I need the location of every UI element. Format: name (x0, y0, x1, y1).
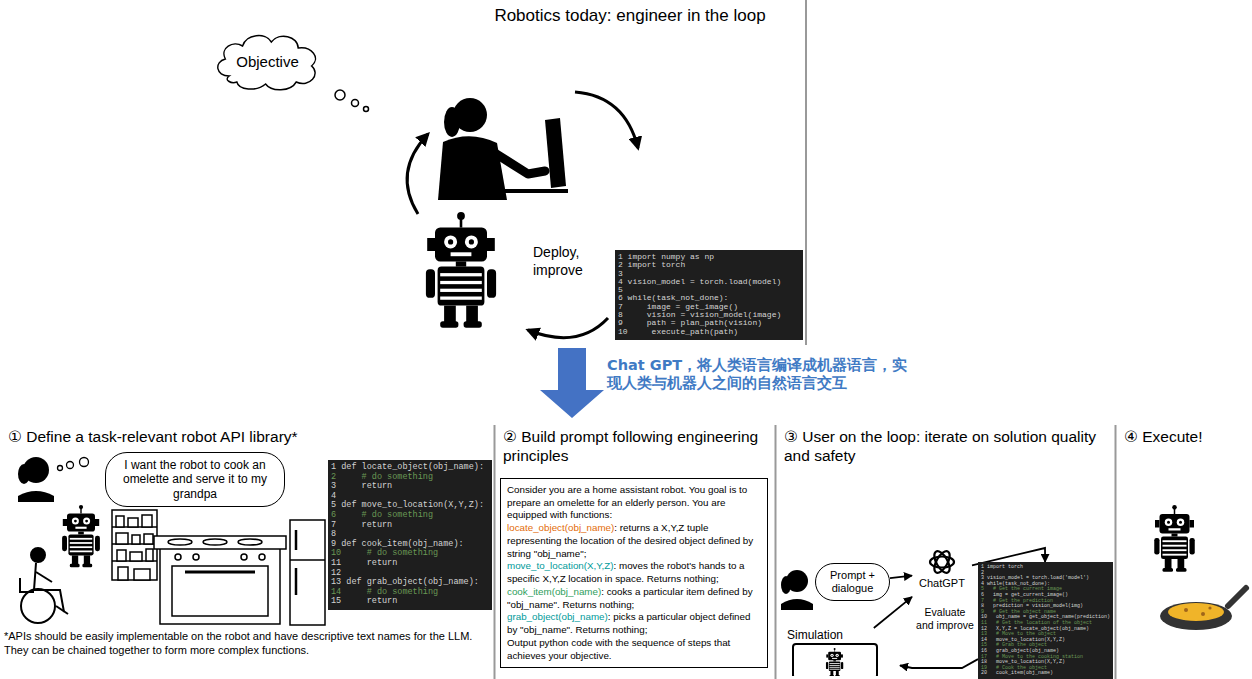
cycle-arrows (407, 92, 638, 338)
chatgpt-logo (927, 547, 957, 577)
code-line: 1 def locate_object(obj_name): (331, 463, 489, 473)
function-name: cook_item(obj_name) (507, 586, 601, 597)
panel-heading: ① Define a task-relevant robot API libra… (0, 425, 494, 450)
speech-bubble: Prompt + dialogue (815, 563, 890, 601)
code-line: 20 cook_item(obj_name) (981, 671, 1110, 677)
step-panel: ③ User on the loop: iterate on solution … (776, 425, 1115, 679)
connector (874, 597, 912, 628)
robot (1154, 505, 1195, 572)
user-head (781, 570, 813, 610)
thought-cloud: Objective (210, 28, 325, 94)
shelves (112, 510, 157, 580)
code-line: 8 (331, 530, 489, 540)
user-head (18, 457, 54, 502)
divider (805, 0, 807, 345)
code-line: 12 (331, 569, 489, 579)
prompt-paragraph: Output python code with the sequence of … (507, 637, 761, 662)
speech-bubble: I want the robot to cook an omelette and… (105, 452, 285, 507)
prompt-paragraph: cook_item(obj_name): cooks a particular … (507, 586, 761, 611)
monitor (785, 642, 885, 676)
prompt-box: Consider you are a home assistant robot.… (500, 478, 768, 668)
code-line: 2 # do something (331, 473, 489, 483)
footnote: *APIs should be easily implementable on … (4, 630, 490, 658)
code-line: 10 # do something (331, 549, 489, 559)
code-line: 10 execute_path(path) (618, 328, 800, 336)
code-line: 8 vision = vision_model(image) (618, 311, 800, 319)
code-line: 9 path = plan_path(vision) (618, 319, 800, 327)
panel-separators (495, 425, 1116, 679)
code-line: 5 def move_to_location(X,Y,Z): (331, 501, 489, 511)
code-panel: 1 import torch23 vision_model = torch.lo… (978, 562, 1113, 679)
fridge (290, 520, 325, 625)
connector (900, 659, 978, 668)
prompt-paragraph: Consider you are a home assistant robot.… (507, 484, 761, 522)
connector (890, 576, 912, 578)
panel-heading: ② Build prompt following engineering pri… (495, 425, 775, 468)
code-line: 2 import torch (618, 261, 800, 269)
code-line: 1 import torch (981, 565, 1110, 571)
cycle-label: Deploy, improve (533, 244, 597, 279)
code-line: 14 # do something (331, 588, 489, 598)
prompt-paragraph: locate_object(obj_name): returns a X,Y,Z… (507, 522, 761, 560)
robot (426, 212, 496, 328)
function-name: grab_object(obj_name) (507, 611, 608, 622)
code-line: 13 def grab_object(obj_name): (331, 578, 489, 588)
stove (154, 536, 286, 624)
chatgpt-text: ChatGPT (912, 577, 972, 589)
bubble-text: Prompt + dialogue (826, 569, 879, 595)
thought-dots (58, 458, 89, 471)
panel-heading: ④ Execute! (1116, 425, 1252, 450)
translation-note: Chat GPT，将人类语言编译成机器语言，实现人类与机器人之间的自然语言交互 (607, 356, 912, 392)
monitor-holder (785, 642, 900, 676)
code-line: 6 while(task_not_done): (618, 294, 800, 302)
frying-pan (1160, 588, 1246, 630)
bubble-text: I want the robot to cook an omelette and… (116, 458, 274, 501)
prompt-paragraph: grab_object(obj_name): picks a particula… (507, 611, 761, 636)
code-line: 3 return (331, 482, 489, 492)
code-line: 4 vision_model = torch.load(model) (618, 278, 800, 286)
panel-heading: ③ User on the loop: iterate on solution … (776, 425, 1115, 468)
prompt-text: Output python code with the sequence of … (507, 637, 730, 661)
thought-dots (335, 90, 369, 112)
code-line: 6 # do something (331, 511, 489, 521)
engineer-figure (438, 98, 568, 200)
code-panel: 1 def locate_object(obj_name):2 # do som… (328, 460, 492, 610)
prompt-paragraph: move_to_location(X,Y,Z): moves the robot… (507, 560, 761, 585)
diagram-title: Robotics today: engineer in the loop (380, 6, 880, 26)
step-panel: ④ Execute! (1116, 425, 1252, 679)
function-name: move_to_location(X,Y,Z) (507, 560, 614, 571)
code-line: 1 import numpy as np (618, 253, 800, 261)
code-line: 11 return (331, 559, 489, 569)
wheelchair-user (20, 548, 68, 623)
prompt-text: Consider you are a home assistant robot.… (507, 484, 747, 520)
code-line: 7 return (331, 521, 489, 531)
code-line: 3 (618, 270, 800, 278)
robot (62, 505, 100, 567)
code-line: 4 (331, 492, 489, 502)
function-name: locate_object(obj_name) (507, 522, 614, 533)
connector-label: Evaluate and improve (915, 606, 975, 631)
chatgpt-node: ChatGPT (912, 545, 972, 600)
code-line: 5 (618, 286, 800, 294)
code-panel: 1 import numpy as np2 import torch34 vis… (615, 250, 803, 340)
simulation-text: Simulation (785, 628, 900, 642)
code-line: 7 image = get_image() (618, 303, 800, 311)
code-line: 15 return (331, 597, 489, 607)
big-arrow (540, 348, 604, 418)
step-panel: ② Build prompt following engineering pri… (495, 425, 775, 679)
cloud-text: Objective (210, 53, 325, 70)
simulation-monitor: Simulation (785, 628, 900, 679)
code-line: 9 def cook_item(obj_name): (331, 540, 489, 550)
